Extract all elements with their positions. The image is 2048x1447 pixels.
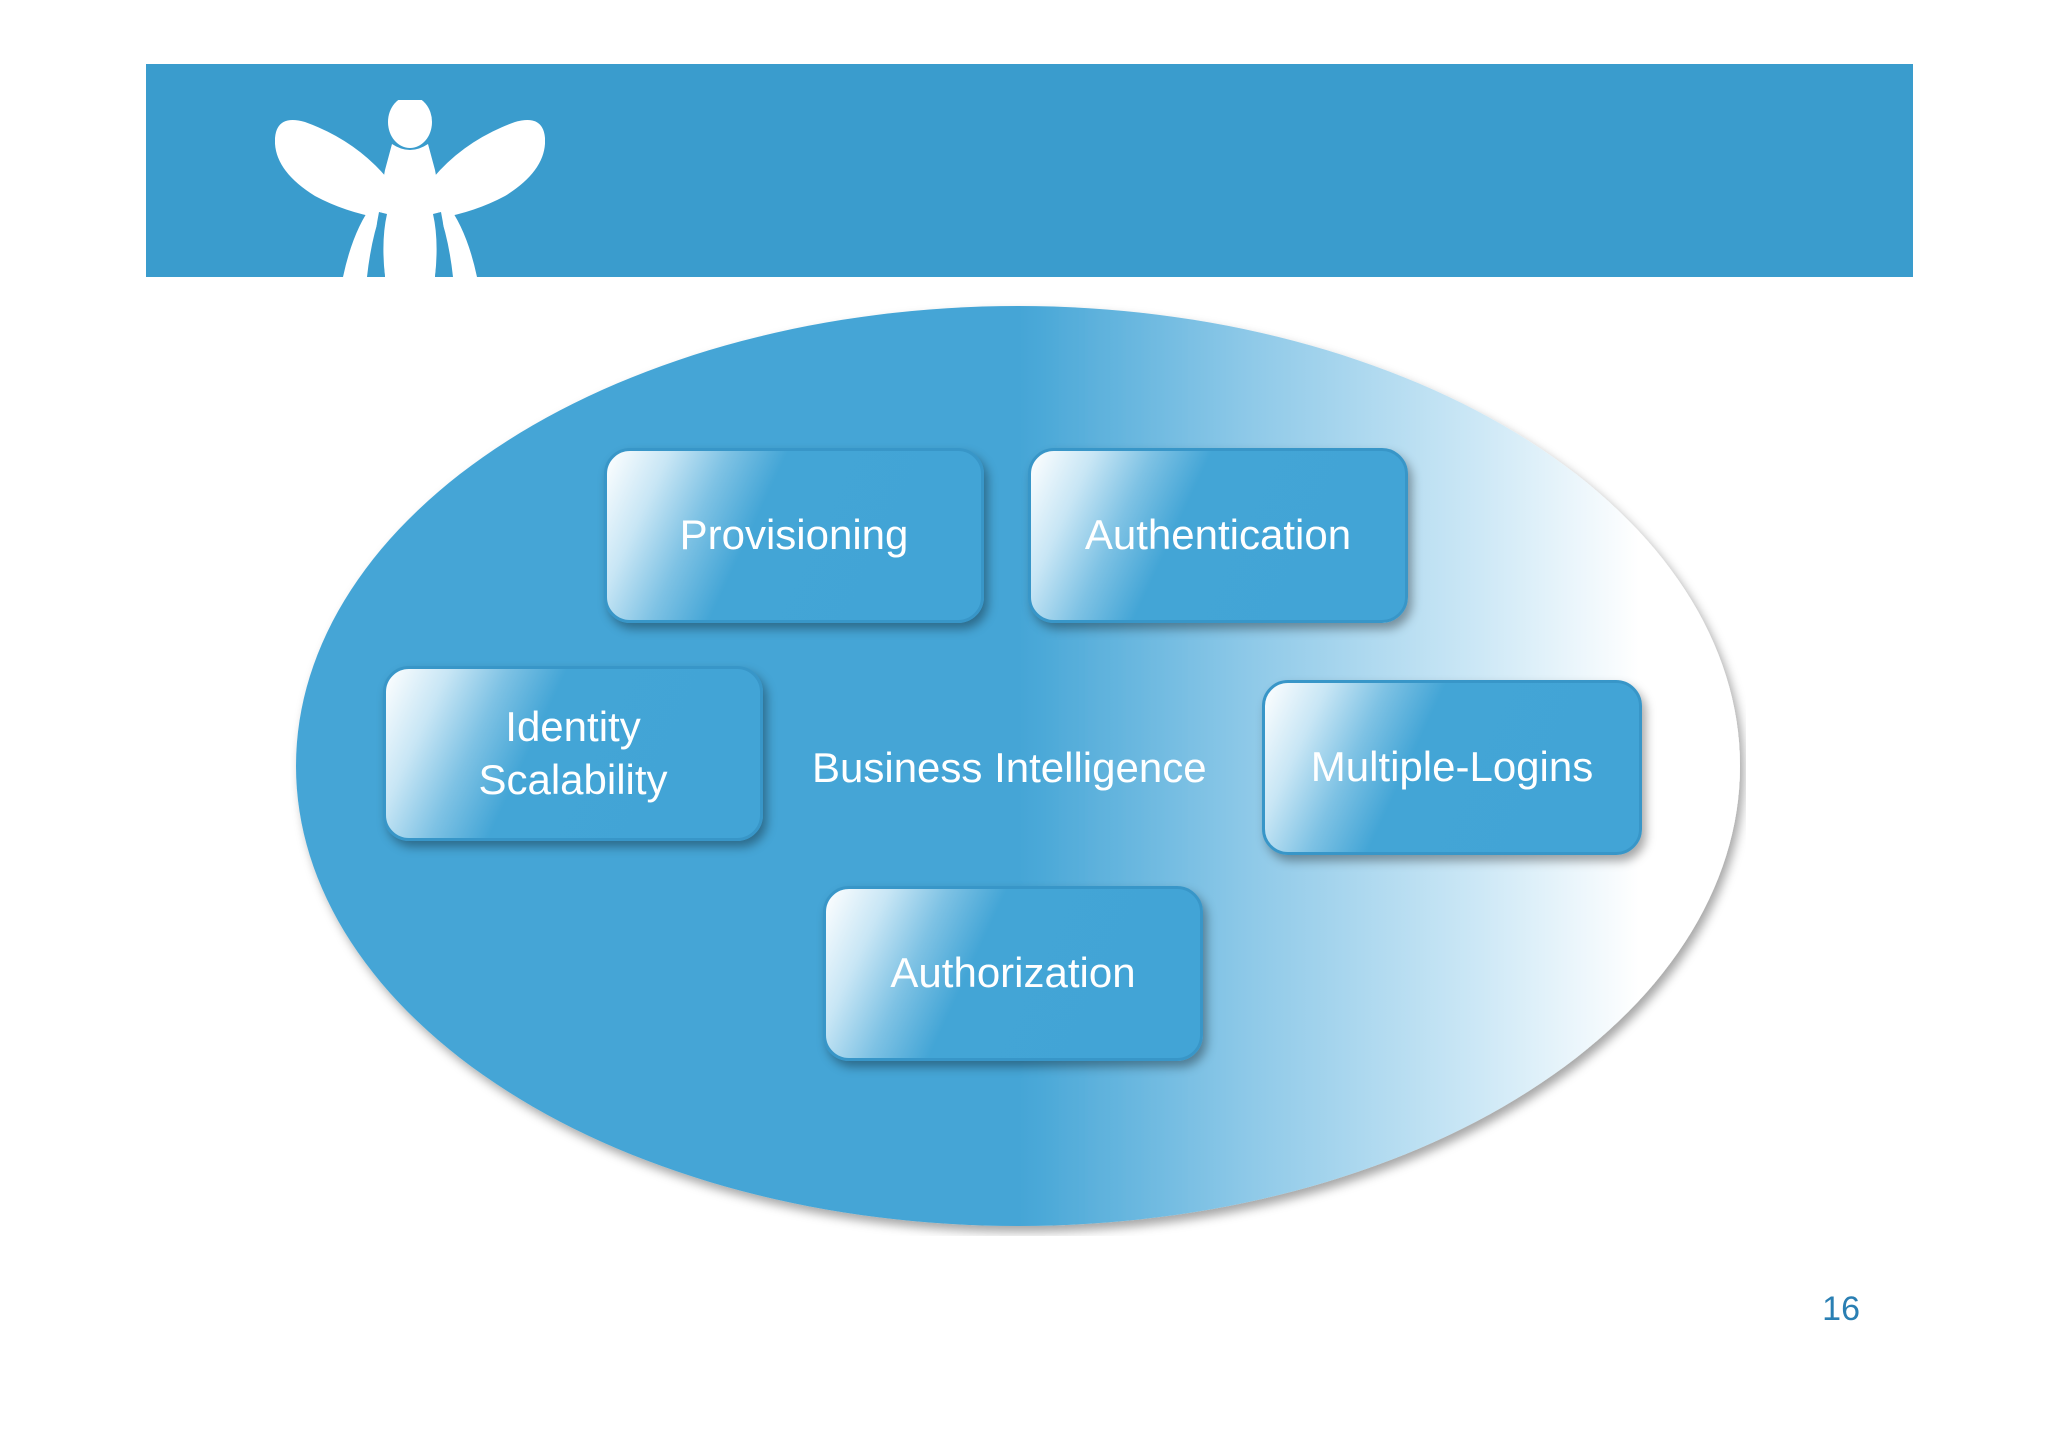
node-authorization: Authorization	[823, 886, 1203, 1061]
node-label: Authentication	[1084, 511, 1352, 559]
node-label-group: Identity Scalability	[478, 701, 667, 806]
center-label: Business Intelligence	[812, 744, 1207, 791]
winged-figure-icon	[275, 100, 545, 277]
node-label: Provisioning	[679, 511, 909, 559]
page-number: 16	[1822, 1290, 1860, 1328]
node-authentication: Authentication	[1028, 448, 1408, 623]
node-label: Authorization	[890, 949, 1136, 997]
node-provisioning: Provisioning	[604, 448, 984, 623]
business-intelligence-diagram: Provisioning Authentication Identity Sca…	[290, 298, 1760, 1248]
node-label: Multiple-Logins	[1310, 743, 1594, 791]
node-multiple-logins: Multiple-Logins	[1262, 680, 1642, 855]
node-identity-scalability: Identity Scalability	[383, 666, 763, 841]
node-label-line2: Scalability	[478, 755, 668, 803]
node-label-line1: Identity	[505, 703, 641, 750]
